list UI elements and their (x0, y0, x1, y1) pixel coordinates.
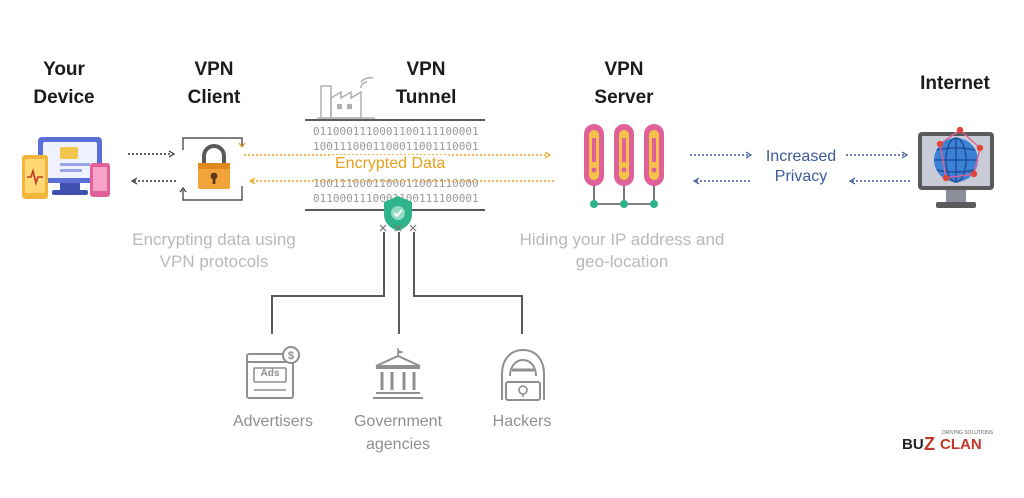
client-caption-line2: VPN protocols (159, 252, 269, 271)
client-caption: Encrypting data using VPN protocols (104, 229, 324, 273)
server-caption-line1: Hiding your IP address and (519, 230, 725, 249)
blocked-x-marks (379, 224, 417, 232)
server-icon (584, 124, 664, 208)
internet-title-label: Internet (920, 73, 990, 94)
privacy-label: Increased Privacy (752, 147, 850, 187)
brand-logo-part3: CLAN (940, 436, 982, 453)
lock-icon (179, 137, 246, 201)
brand-logo-part2: Z (924, 434, 935, 454)
device-icon (22, 137, 110, 199)
svg-text:$: $ (288, 350, 294, 362)
server-title-line1: VPN (604, 59, 644, 80)
binary-row-1: 0110001110001100111100001 (313, 125, 479, 138)
brand-logo-tagline: DRIVING SOLUTIONS (942, 430, 994, 436)
binary-row-2: 1001110001100011001110001 (313, 140, 479, 153)
government-building-icon (373, 348, 423, 399)
factory-icon (317, 76, 375, 119)
hacker-icon (501, 348, 545, 401)
binary-row-3: 1001110001100011001110000 (313, 177, 479, 190)
privacy-label-line1: Increased (765, 148, 837, 165)
device-title: Your Device (24, 56, 104, 112)
server-title-line2: Server (594, 87, 654, 108)
privacy-flow-arrows (690, 151, 910, 185)
brand-logo: BU Z CLAN DRIVING SOLUTIONS (898, 430, 998, 460)
tunnel-title-line2: Tunnel (395, 87, 457, 108)
shield-check-icon (384, 196, 412, 231)
tunnel-title-line1: VPN (406, 59, 446, 80)
internet-title: Internet (905, 70, 1005, 98)
device-client-arrows (128, 150, 178, 185)
device-title-line2: Device (33, 87, 95, 108)
threat-label-government-line2: agencies (365, 436, 431, 453)
ads-icon: $ (246, 346, 300, 399)
encrypted-data-label: Encrypted Data (331, 155, 450, 173)
server-title: VPN Server (584, 56, 664, 112)
tunnel-title: VPN Tunnel (386, 56, 466, 112)
threat-label-advertisers: Advertisers (218, 410, 328, 433)
brand-logo-part1: BU (902, 436, 924, 453)
threat-label-hackers-line1: Hackers (492, 413, 552, 430)
client-title-line2: Client (187, 87, 241, 108)
privacy-label-line2: Privacy (774, 168, 828, 185)
server-caption: Hiding your IP address and geo-location (492, 229, 752, 273)
client-caption-line1: Encrypting data using (132, 230, 296, 249)
threat-label-hackers: Hackers (472, 410, 572, 433)
server-caption-line2: geo-location (575, 252, 669, 271)
globe-monitor-icon (918, 126, 994, 208)
device-title-line1: Your (43, 59, 85, 80)
threat-label-government: Government agencies (340, 410, 456, 456)
threat-connector-lines (271, 232, 523, 334)
client-title: VPN Client (174, 56, 254, 112)
ads-badge: Ads (260, 368, 280, 379)
threat-label-advertisers-line1: Advertisers (232, 413, 314, 430)
threat-label-government-line1: Government (353, 413, 443, 430)
client-title-line1: VPN (194, 59, 234, 80)
